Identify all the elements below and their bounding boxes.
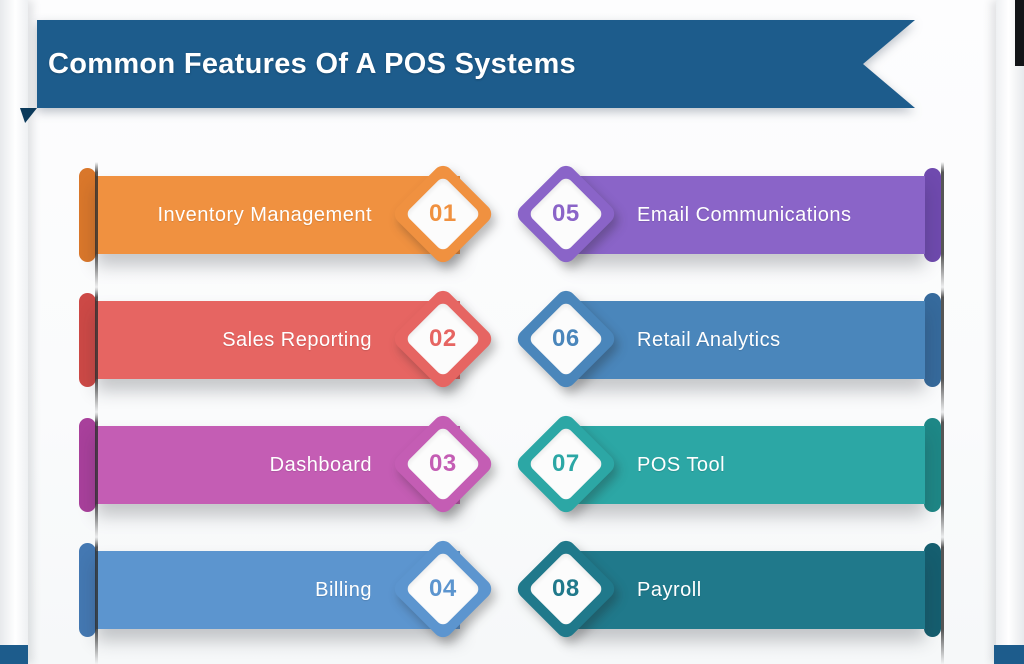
feature-number-diamond: 05 <box>513 161 619 267</box>
diamond-inner: 04 <box>404 550 482 628</box>
feature-label: POS Tool <box>637 453 726 476</box>
feature-ribbon: Sales Reporting 02 <box>60 277 512 415</box>
feature-ribbon: Inventory Management 01 <box>60 152 512 290</box>
diamond-shape: 01 <box>390 161 496 267</box>
feature-label: Payroll <box>637 578 702 601</box>
diamond-shape: 06 <box>513 286 619 392</box>
ribbon-pole-shadow <box>941 412 944 540</box>
feature-number-diamond: 08 <box>513 536 619 642</box>
feature-ribbon: Retail Analytics 06 <box>512 277 964 415</box>
ribbon-band: Retail Analytics <box>570 301 925 379</box>
feature-number-diamond: 06 <box>513 286 619 392</box>
ribbon-fold-curl <box>924 168 941 262</box>
title-banner: Common Features Of A POS Systems <box>37 20 915 108</box>
diamond-inner: 06 <box>527 300 605 378</box>
ribbon-fold-curl <box>79 543 96 637</box>
feature-ribbon: Email Communications 05 <box>512 152 964 290</box>
feature-number: 03 <box>429 449 457 477</box>
page-title: Common Features Of A POS Systems <box>48 47 576 80</box>
ribbon-fold-curl <box>924 543 941 637</box>
right-edge-ribbon <box>996 0 1024 664</box>
feature-label: Retail Analytics <box>637 328 781 351</box>
ribbon-band: POS Tool <box>570 426 925 504</box>
ribbon-band: Email Communications <box>570 176 925 254</box>
ribbon-pole-shadow <box>95 412 98 540</box>
top-right-black-mark <box>1015 0 1024 66</box>
ribbon-fold-curl <box>924 293 941 387</box>
ribbon-band: Payroll <box>570 551 925 629</box>
diamond-shape: 08 <box>513 536 619 642</box>
feature-number: 06 <box>552 324 580 352</box>
diamond-inner: 07 <box>527 425 605 503</box>
ribbon-pole-shadow <box>95 537 98 664</box>
title-banner-flag: Common Features Of A POS Systems <box>37 20 915 108</box>
feature-number-diamond: 07 <box>513 411 619 517</box>
ribbon-fold-curl <box>79 418 96 512</box>
ribbon-fold-curl <box>924 418 941 512</box>
feature-number: 02 <box>429 324 457 352</box>
ribbon-fold-curl <box>79 293 96 387</box>
feature-number-diamond: 02 <box>390 286 496 392</box>
diamond-shape: 04 <box>390 536 496 642</box>
feature-ribbon: POS Tool 07 <box>512 402 964 540</box>
feature-label: Email Communications <box>637 203 852 226</box>
ribbon-pole-shadow <box>941 537 944 664</box>
feature-number-diamond: 04 <box>390 536 496 642</box>
diamond-inner: 08 <box>527 550 605 628</box>
feature-label: Sales Reporting <box>222 328 372 351</box>
feature-ribbon: Dashboard 03 <box>60 402 512 540</box>
diamond-shape: 07 <box>513 411 619 517</box>
ribbon-pole-shadow <box>95 287 98 415</box>
diamond-inner: 02 <box>404 300 482 378</box>
feature-ribbon: Billing 04 <box>60 527 512 664</box>
feature-number: 07 <box>552 449 580 477</box>
left-edge-ribbon-tip <box>0 645 28 664</box>
right-edge-ribbon-tip <box>994 645 1024 664</box>
feature-label: Dashboard <box>269 453 372 476</box>
diamond-inner: 05 <box>527 175 605 253</box>
feature-number: 01 <box>429 199 457 227</box>
ribbon-pole-shadow <box>95 162 98 290</box>
ribbon-pole-shadow <box>941 287 944 415</box>
ribbon-pole-shadow <box>941 162 944 290</box>
feature-ribbon: Payroll 08 <box>512 527 964 664</box>
diamond-shape: 03 <box>390 411 496 517</box>
diamond-inner: 03 <box>404 425 482 503</box>
feature-number: 08 <box>552 574 580 602</box>
ribbon-fold-curl <box>79 168 96 262</box>
feature-label: Inventory Management <box>157 203 372 226</box>
diamond-shape: 02 <box>390 286 496 392</box>
feature-number-diamond: 03 <box>390 411 496 517</box>
feature-number: 05 <box>552 199 580 227</box>
feature-label: Billing <box>315 578 372 601</box>
feature-number-diamond: 01 <box>390 161 496 267</box>
left-edge-ribbon <box>0 0 28 664</box>
features-grid: Inventory Management 01 Sales Reporting <box>60 152 964 664</box>
feature-number: 04 <box>429 574 457 602</box>
diamond-shape: 05 <box>513 161 619 267</box>
diamond-inner: 01 <box>404 175 482 253</box>
